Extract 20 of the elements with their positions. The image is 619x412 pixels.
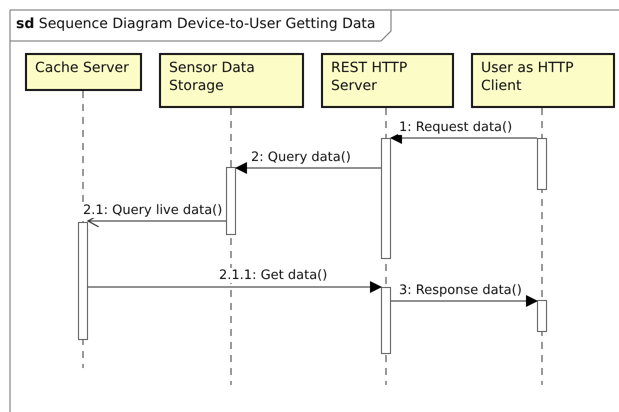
edge-label: 3: Response data()	[398, 283, 523, 298]
activation-bar	[78, 222, 88, 340]
activation-bar	[537, 300, 547, 332]
edge-label: 1: Request data()	[398, 120, 514, 135]
activation-bar	[226, 167, 236, 235]
participant-box: REST HTTP Server	[321, 53, 454, 108]
diagram-title: sd Sequence Diagram Device-to-User Getting Data	[16, 15, 376, 33]
edge-label: 2: Query data()	[250, 150, 352, 165]
activation-bar	[381, 287, 391, 354]
message-arrow	[390, 132, 537, 144]
message-arrow	[391, 295, 538, 307]
edge-label: 2.1: Query live data()	[82, 203, 224, 218]
activation-bar	[381, 138, 391, 259]
participant-box: Cache Server	[25, 53, 142, 91]
participant-box: Sensor Data Storage	[159, 53, 304, 108]
activation-bar	[537, 138, 547, 190]
message-arrow	[235, 162, 381, 174]
message-arrow	[88, 281, 382, 293]
edge-label: 2.1.1: Get data()	[218, 268, 328, 283]
participant-box: User as HTTP Client	[471, 53, 615, 108]
